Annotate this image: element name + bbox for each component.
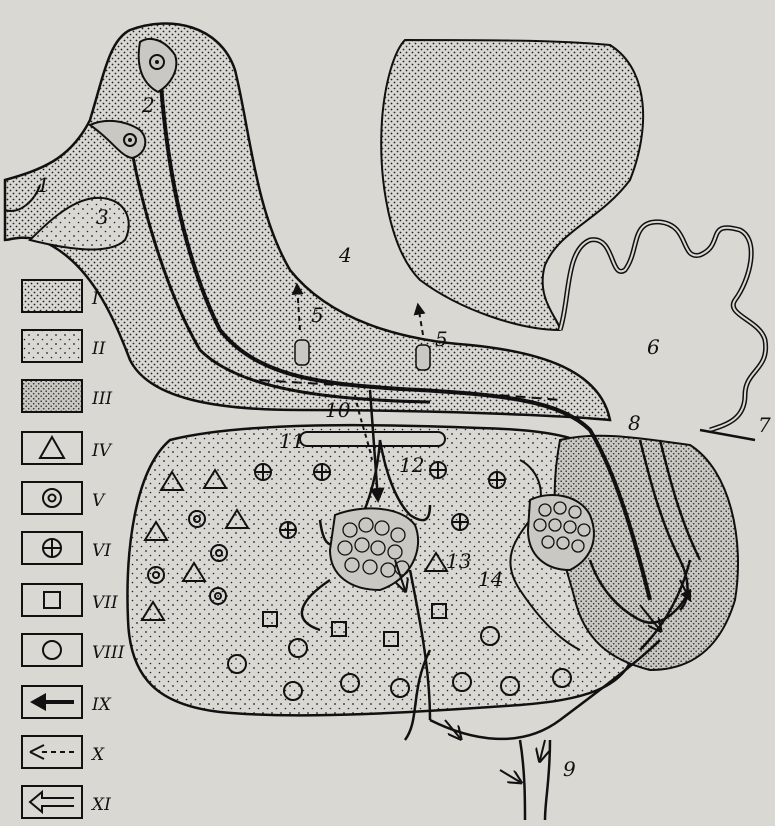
upper-right-body	[381, 40, 643, 330]
circle-plus-icon	[43, 539, 61, 557]
label-10: 10	[325, 398, 351, 422]
label-14: 14	[478, 567, 503, 591]
label-11: 11	[279, 429, 304, 453]
label-7: 7	[758, 413, 771, 437]
legend-label-viii: VIII	[92, 643, 125, 663]
legend-label-iii: III	[91, 389, 112, 409]
legend-label-vi: VI	[92, 541, 111, 561]
legend-label-ii: II	[91, 339, 106, 359]
legend-label-v: V	[92, 491, 106, 511]
label-1: 1	[37, 173, 50, 197]
legend-swatch-i	[22, 280, 82, 312]
label-6: 6	[647, 335, 660, 359]
label-9: 9	[563, 757, 576, 781]
legend-label-ix: IX	[91, 695, 112, 715]
label-2: 2	[141, 93, 155, 117]
legend-label-x: X	[90, 745, 105, 765]
cell-cluster-right	[528, 495, 594, 570]
label-12: 12	[399, 453, 424, 477]
legend-label-xi: XI	[90, 795, 111, 815]
legend: I II III IV V VI VII VIII IX X	[22, 280, 125, 818]
label-3: 3	[96, 205, 109, 229]
legend-swatch-ii	[22, 330, 82, 362]
legend-label-iv: IV	[91, 441, 113, 461]
label-8: 8	[628, 411, 641, 435]
legend-label-vii: VII	[92, 593, 118, 613]
label-13: 13	[446, 549, 471, 573]
label-4: 4	[338, 243, 352, 267]
label-5a: 5	[311, 303, 324, 327]
label-5b: 5	[435, 327, 448, 351]
legend-swatch-iii	[22, 380, 82, 412]
legend-label-i: I	[91, 289, 99, 309]
